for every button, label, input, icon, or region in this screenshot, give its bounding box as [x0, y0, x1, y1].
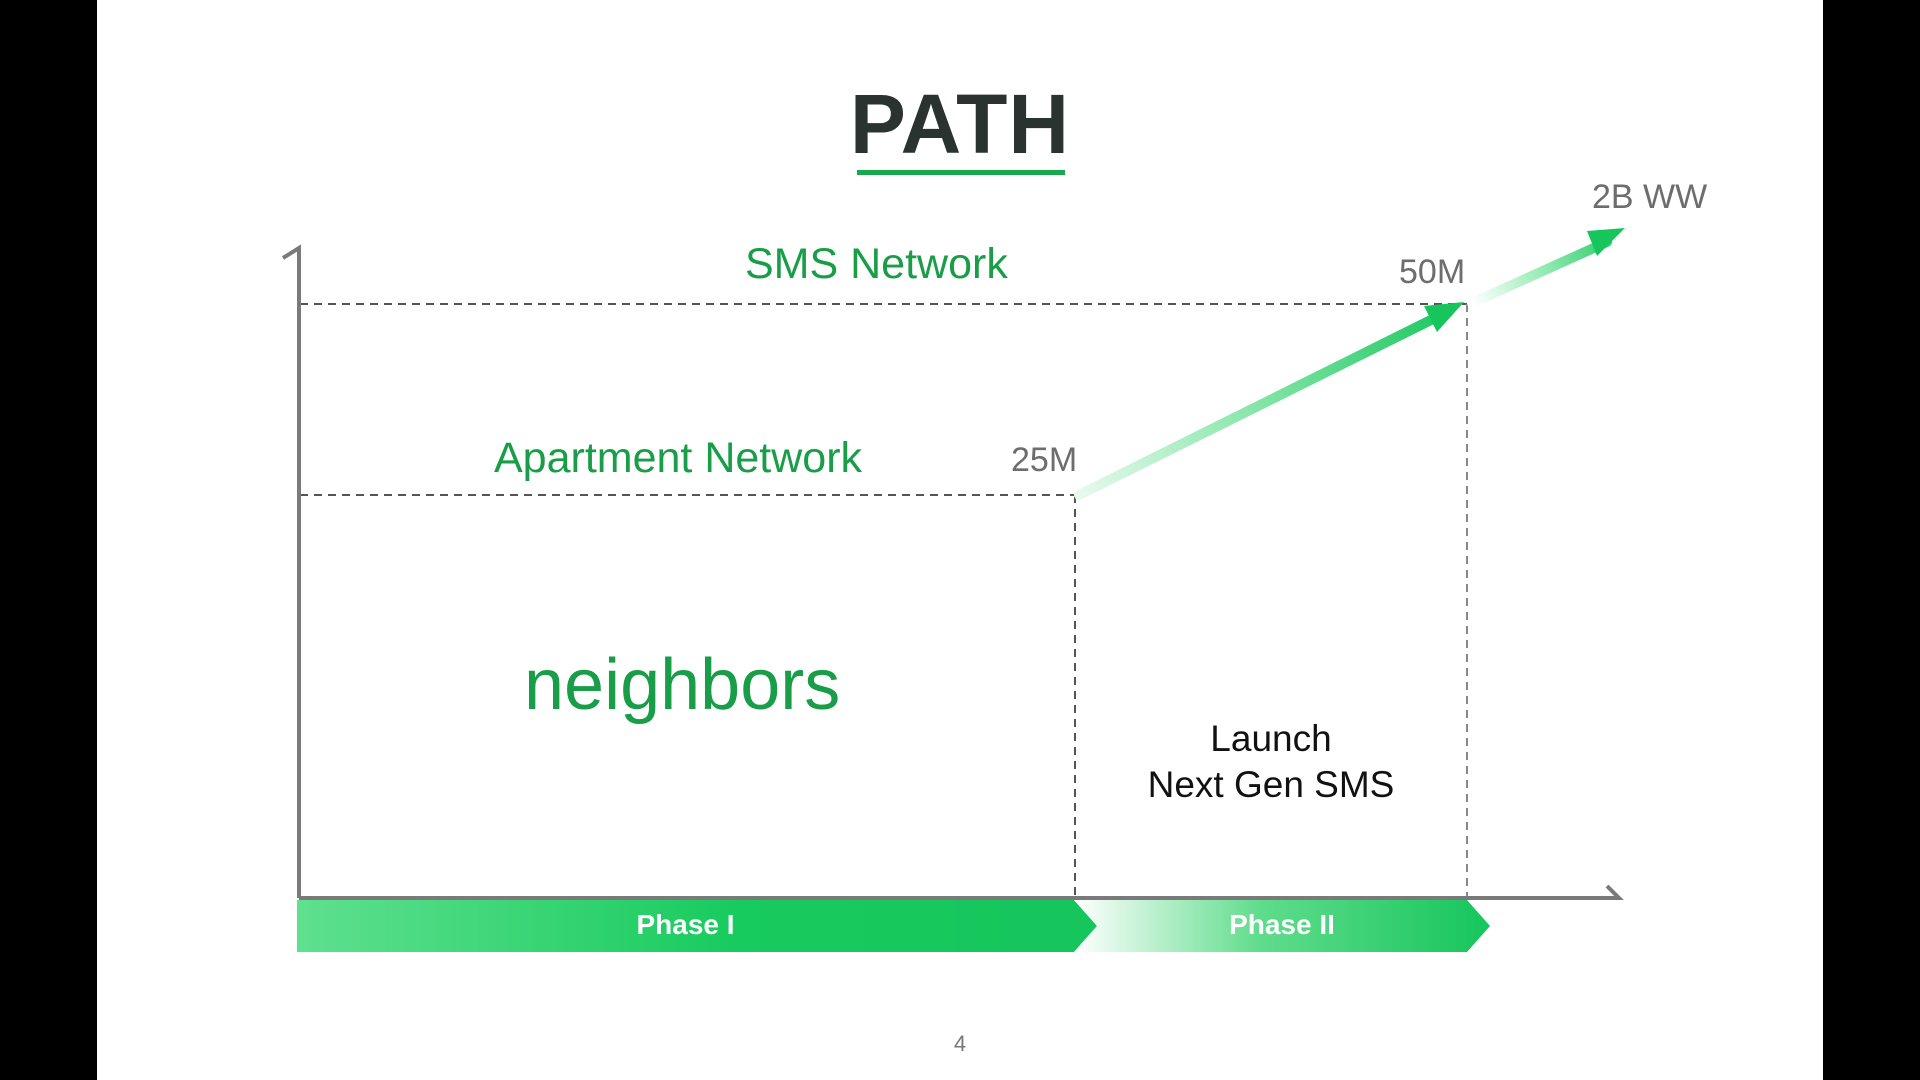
path-diagram	[281, 228, 1625, 952]
phase-2-label: Phase II	[1229, 909, 1335, 940]
page-number: 4	[953, 1031, 967, 1056]
slide: PATH SMS Network Apartment Network 25M 5…	[97, 0, 1823, 1080]
value-50m-label: 50M	[1399, 253, 1466, 291]
growth-arrow-line	[1074, 311, 1444, 500]
value-2b-ww-label: 2B WW	[1592, 178, 1708, 216]
global-arrow-line	[1467, 237, 1612, 308]
value-25m-label: 25M	[1011, 441, 1078, 479]
phase-1-description: neighbors	[524, 645, 841, 725]
phase-1-bar	[297, 900, 1097, 952]
phase-2-description-line-1: Launch	[1210, 718, 1332, 759]
y-axis	[281, 244, 301, 898]
sms-network-label: SMS Network	[745, 240, 1008, 288]
apartment-network-label: Apartment Network	[494, 434, 863, 482]
growth-arrow-head	[1424, 302, 1464, 332]
slide-title: PATH	[849, 77, 1071, 171]
phase-1-label: Phase I	[636, 909, 735, 940]
phase-2-description-line-2: Next Gen SMS	[1147, 764, 1395, 805]
global-arrow-head	[1587, 228, 1625, 256]
phase-2-bar	[1074, 900, 1490, 952]
phase-2-description: Launch Next Gen SMS	[1091, 716, 1451, 808]
title-underline	[857, 170, 1065, 175]
x-axis	[299, 884, 1624, 900]
